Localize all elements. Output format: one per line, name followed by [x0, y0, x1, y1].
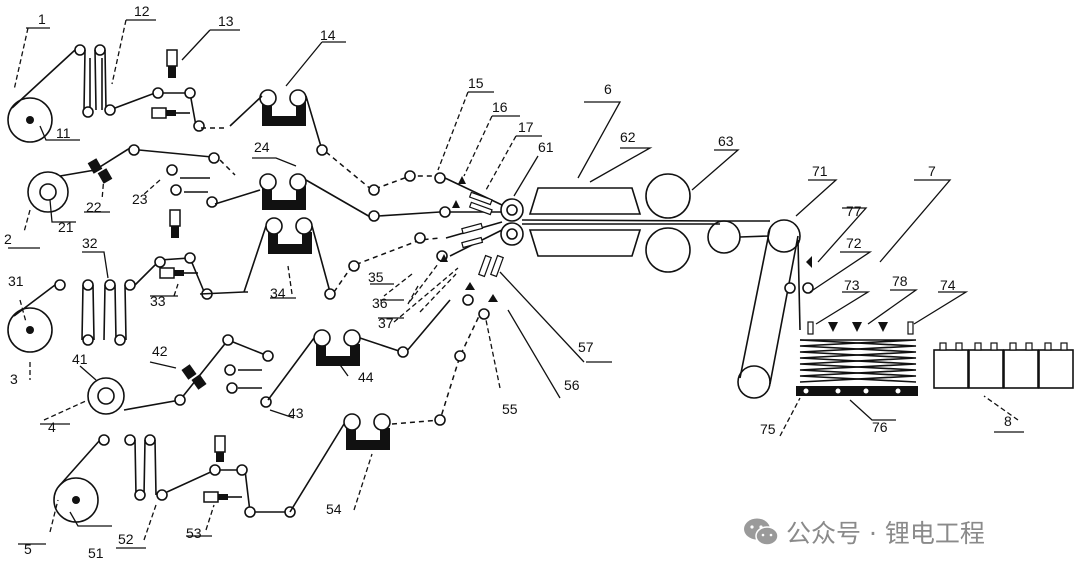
label-61: 61: [538, 139, 554, 155]
label-22: 22: [86, 199, 102, 215]
label-75: 75: [760, 421, 776, 437]
label-53: 53: [186, 525, 202, 541]
label-33: 33: [150, 293, 166, 309]
label-15: 15: [468, 75, 484, 91]
watermark: 公众号 · 锂电工程: [742, 514, 985, 550]
label-54: 54: [326, 501, 342, 517]
label-16: 16: [492, 99, 508, 115]
label-23: 23: [132, 191, 148, 207]
label-8: 8: [1004, 413, 1012, 429]
heater-14: [229, 89, 323, 151]
label-57: 57: [578, 339, 594, 355]
label-32: 32: [82, 235, 98, 251]
label-21: 21: [58, 219, 74, 235]
label-72: 72: [846, 235, 862, 251]
wechat-icon: [744, 518, 779, 546]
label-24: 24: [254, 139, 270, 155]
label-2: 2: [4, 231, 12, 247]
label-74: 74: [940, 277, 956, 293]
label-12: 12: [134, 3, 150, 19]
label-4: 4: [48, 419, 56, 435]
label-76: 76: [872, 419, 888, 435]
label-71: 71: [812, 163, 828, 179]
label-44: 44: [358, 369, 374, 385]
part-number-labels: 1 2 3 4 5 6 7 8 11 12 13 14 15 16 17 21 …: [4, 3, 1012, 561]
label-43: 43: [288, 405, 304, 421]
leader-lines: [8, 19, 1024, 549]
label-31: 31: [8, 273, 24, 289]
unit-2: [27, 144, 236, 213]
label-56: 56: [564, 377, 580, 393]
label-52: 52: [118, 531, 134, 547]
label-3: 3: [10, 371, 18, 387]
label-36: 36: [372, 295, 388, 311]
label-5: 5: [24, 541, 32, 557]
guides: [440, 176, 505, 302]
label-62: 62: [620, 129, 636, 145]
heater-54: [289, 413, 391, 513]
heater-24: [214, 173, 373, 219]
label-63: 63: [718, 133, 734, 149]
output-cells-8: [933, 342, 1074, 389]
label-78: 78: [892, 273, 908, 289]
label-55: 55: [502, 401, 518, 417]
label-1: 1: [38, 11, 46, 27]
label-34: 34: [270, 285, 286, 301]
stacking-unit-7: [737, 219, 918, 399]
unit-3: [7, 209, 213, 353]
heater-34: [243, 217, 331, 293]
heater-44: [267, 329, 403, 401]
label-41: 41: [72, 351, 88, 367]
label-73: 73: [844, 277, 860, 293]
label-51: 51: [88, 545, 104, 561]
label-6: 6: [604, 81, 612, 97]
label-17: 17: [518, 119, 534, 135]
lamination-unit-6: [500, 173, 770, 273]
label-42: 42: [152, 343, 168, 359]
web-paths: [199, 144, 503, 426]
label-37: 37: [378, 315, 394, 331]
label-7: 7: [928, 163, 936, 179]
label-14: 14: [320, 27, 336, 43]
unit-5: [53, 434, 296, 523]
label-13: 13: [218, 13, 234, 29]
label-77: 77: [846, 203, 862, 219]
label-35: 35: [368, 269, 384, 285]
label-11: 11: [56, 125, 71, 141]
unit-1: [7, 44, 225, 143]
unit-4: [87, 334, 274, 415]
watermark-text: 公众号 · 锂电工程: [786, 519, 985, 548]
